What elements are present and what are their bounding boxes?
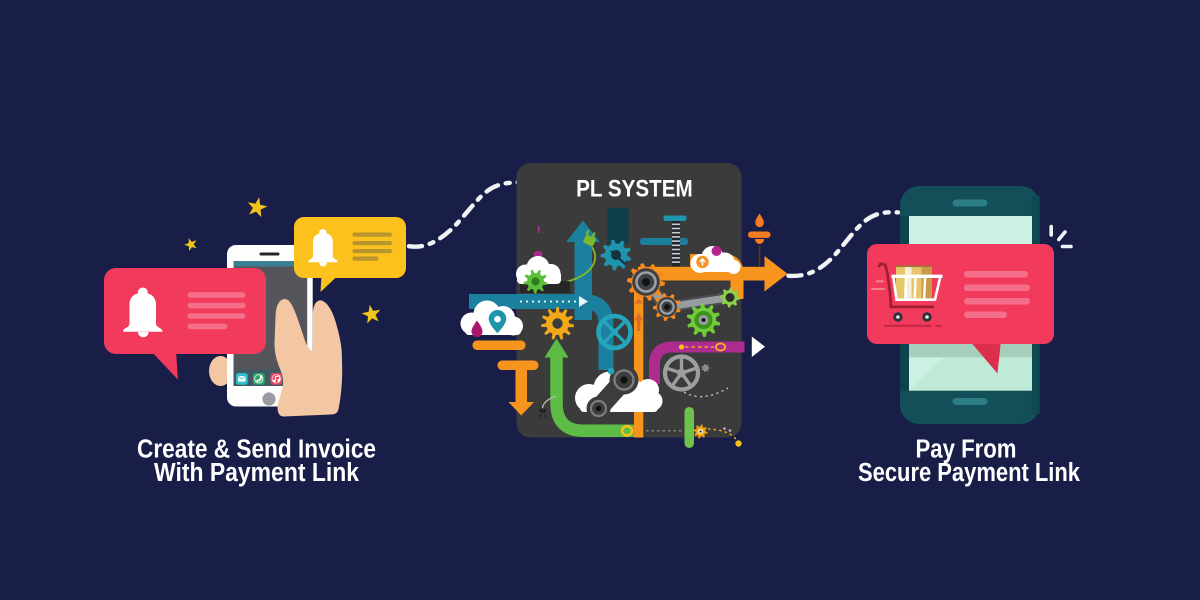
svg-text:Secure Payment Link: Secure Payment Link	[858, 459, 1081, 487]
svg-text:Pay From: Pay From	[916, 436, 1017, 464]
svg-text:PL SYSTEM: PL SYSTEM	[576, 176, 693, 203]
svg-text:With Payment Link: With Payment Link	[154, 459, 360, 487]
svg-text:Create & Send Invoice: Create & Send Invoice	[137, 436, 376, 464]
